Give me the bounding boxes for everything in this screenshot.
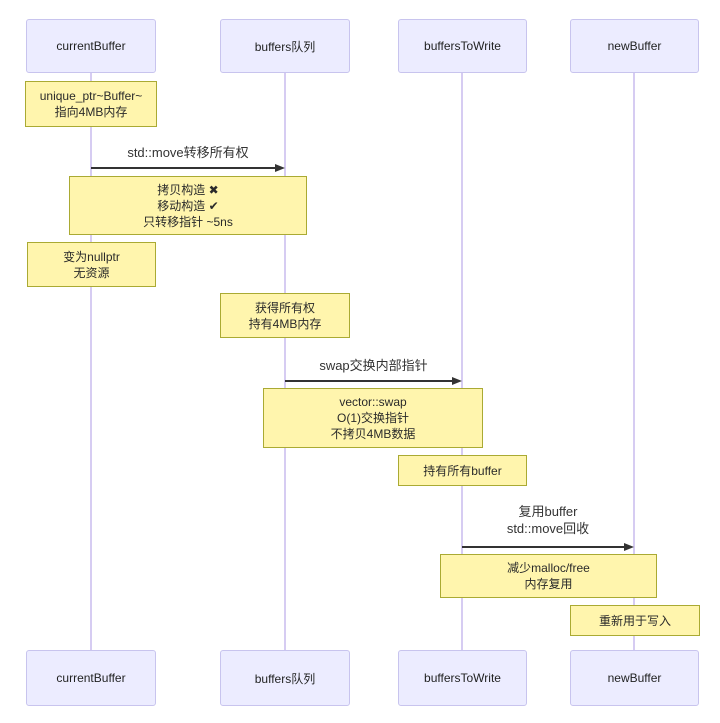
message-arrow-move <box>91 167 275 169</box>
message-label-reuse: 复用buffer std::move回收 <box>462 503 634 537</box>
note-ownership: 获得所有权 持有4MB内存 <box>220 293 350 338</box>
note-line: 不拷贝4MB数据 <box>330 427 416 441</box>
participant-bufferstowrite-bottom: buffersToWrite <box>398 650 527 706</box>
note-reduce-malloc: 减少malloc/free 内存复用 <box>440 554 657 598</box>
participant-newbuffer-bottom: newBuffer <box>570 650 699 706</box>
note-nullptr: 变为nullptr 无资源 <box>27 242 156 287</box>
message-line-text: 复用buffer <box>518 504 578 519</box>
note-hold-all-buffer: 持有所有buffer <box>398 455 527 486</box>
note-line: 变为nullptr <box>63 249 120 264</box>
message-label-move: std::move转移所有权 <box>91 144 285 161</box>
message-line-text: swap交换内部指针 <box>319 358 428 373</box>
lifeline-currentbuffer <box>90 73 92 650</box>
message-line-text: std::move转移所有权 <box>127 145 249 160</box>
participant-bufferstowrite-top: buffersToWrite <box>398 19 527 73</box>
lifeline-newbuffer <box>633 73 635 650</box>
message-label-swap: swap交换内部指针 <box>285 357 462 374</box>
note-line: 拷贝构造 ✖ <box>157 182 219 197</box>
participant-buffers-queue-bottom: buffers队列 <box>220 650 350 706</box>
lifeline-bufferstowrite <box>461 73 463 650</box>
arrowhead-icon <box>452 377 462 385</box>
note-line: unique_ptr~Buffer~ <box>39 89 143 103</box>
participant-buffers-queue-top: buffers队列 <box>220 19 350 73</box>
lifeline-buffers-queue <box>284 73 286 650</box>
note-line: 无资源 <box>73 265 110 280</box>
note-line: 重新用于写入 <box>598 613 671 628</box>
message-line-text: std::move回收 <box>506 521 590 536</box>
note-unique-ptr: unique_ptr~Buffer~ 指向4MB内存 <box>25 81 157 127</box>
arrowhead-icon <box>624 543 634 551</box>
participant-newbuffer-top: newBuffer <box>570 19 699 73</box>
note-line: O(1)交换指针 <box>336 411 409 425</box>
note-line: 获得所有权 <box>254 300 315 315</box>
note-reuse-write: 重新用于写入 <box>570 605 700 636</box>
note-line: 只转移指针 ~5ns <box>143 214 233 229</box>
participant-currentbuffer-bottom: currentBuffer <box>26 650 156 706</box>
note-line: 持有所有buffer <box>423 463 502 478</box>
participant-currentbuffer-top: currentBuffer <box>26 19 156 73</box>
note-vector-swap: vector::swap O(1)交换指针 不拷贝4MB数据 <box>263 388 483 448</box>
note-line: 移动构造 ✔ <box>157 198 219 213</box>
note-line: 持有4MB内存 <box>248 316 322 331</box>
message-arrow-swap <box>285 380 452 382</box>
message-arrow-reuse <box>462 546 624 548</box>
note-line: 减少malloc/free <box>507 561 590 575</box>
note-move-construct: 拷贝构造 ✖ 移动构造 ✔ 只转移指针 ~5ns <box>69 176 307 235</box>
note-line: 指向4MB内存 <box>54 105 128 119</box>
note-line: vector::swap <box>339 395 407 409</box>
arrowhead-icon <box>275 164 285 172</box>
note-line: 内存复用 <box>524 577 573 591</box>
